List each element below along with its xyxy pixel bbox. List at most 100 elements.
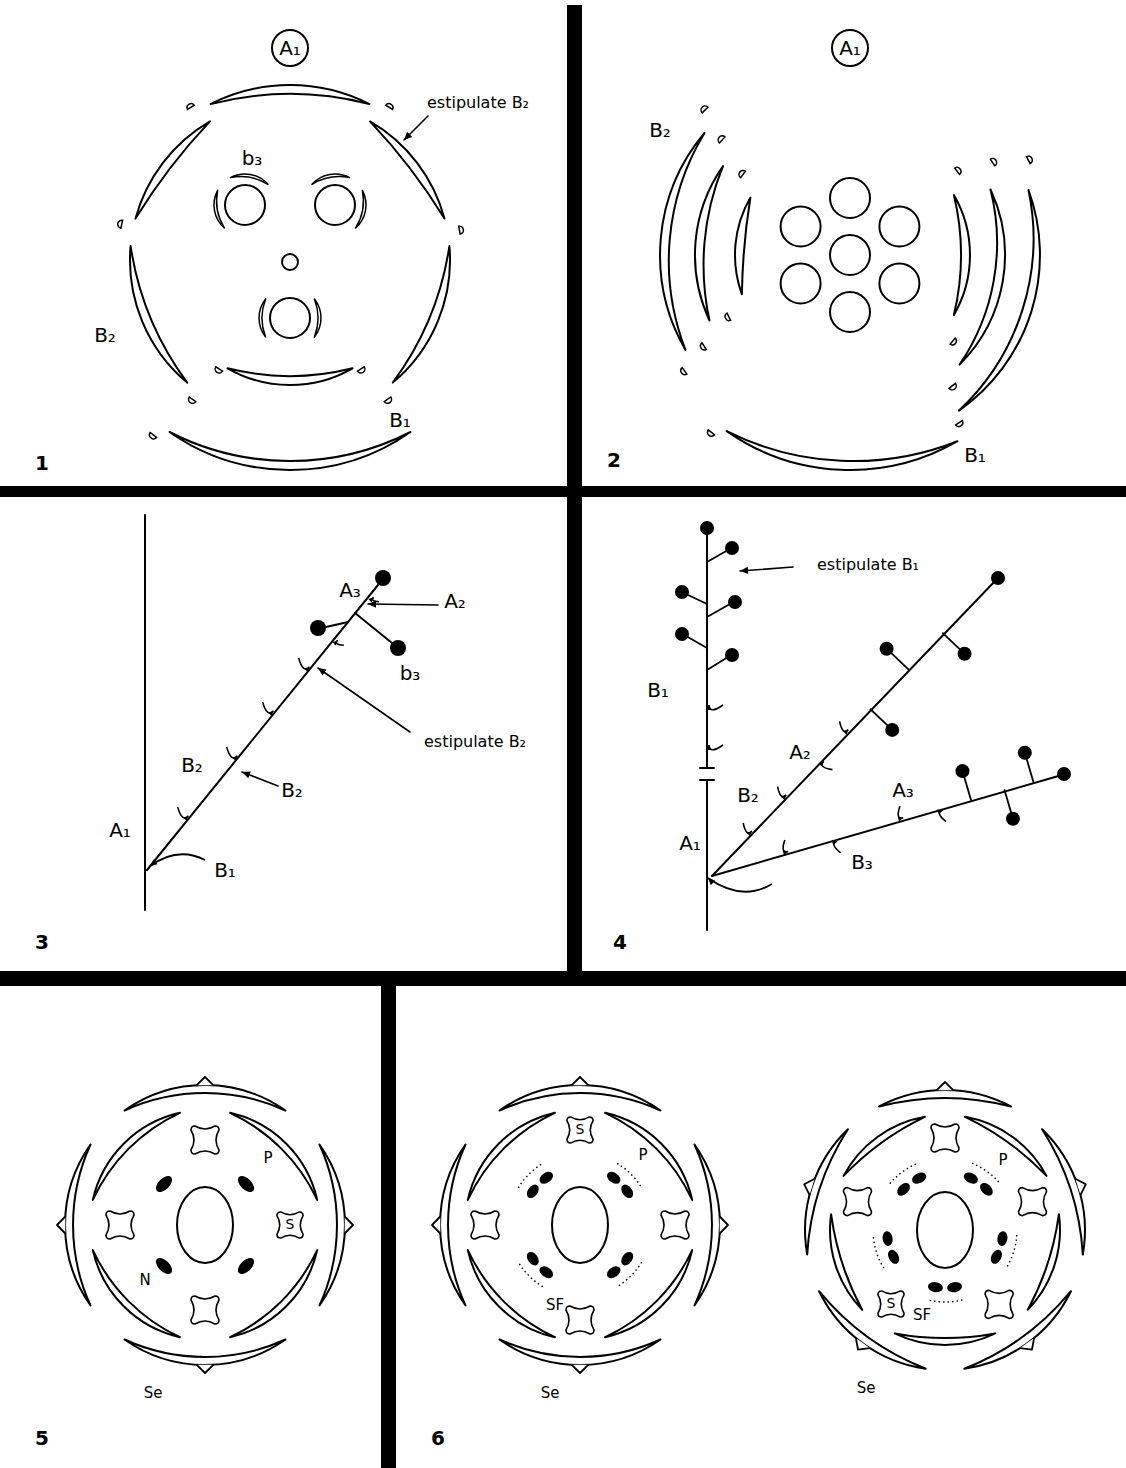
flower-dot xyxy=(375,570,391,586)
bract-curve xyxy=(150,854,205,866)
arrow-head xyxy=(781,795,786,800)
bract-hook xyxy=(822,761,832,769)
flower-circle xyxy=(879,264,919,304)
part-label: P xyxy=(998,1152,1007,1169)
sepal-cusp xyxy=(432,1217,440,1234)
bract-outline xyxy=(735,198,750,295)
bract-hook xyxy=(898,806,903,818)
panel-number: 2 xyxy=(607,449,621,471)
stipule-mark xyxy=(949,383,956,390)
arrow-head xyxy=(269,711,274,716)
part-label: A₁ xyxy=(109,819,131,841)
arrow-head xyxy=(707,705,712,710)
bract-outline xyxy=(211,85,370,104)
part-label: B₃ xyxy=(851,851,873,873)
stamen-symbol xyxy=(191,1296,219,1324)
stipule-mark xyxy=(739,170,745,177)
panel-number: 1 xyxy=(35,452,49,474)
sepal-outline xyxy=(125,1340,286,1365)
flower-dot xyxy=(725,648,739,662)
nectary-outline xyxy=(972,1163,1000,1184)
part-label: B₂ xyxy=(281,779,303,801)
petal-outline xyxy=(844,1117,925,1176)
part-label: B₁ xyxy=(964,444,986,466)
bract-hook xyxy=(178,807,189,818)
stamen-symbol xyxy=(106,1211,134,1239)
axis-line xyxy=(686,594,707,604)
sepal-outline xyxy=(695,1145,720,1306)
flower-circle xyxy=(830,178,870,218)
petal-outline xyxy=(468,1113,555,1200)
flower-circle xyxy=(879,207,919,247)
sepal-outline xyxy=(879,1090,1011,1106)
sepal-cusp xyxy=(720,1217,728,1234)
sepal-outline xyxy=(65,1145,90,1306)
flower-dot xyxy=(725,541,739,555)
panel-divider xyxy=(0,486,1126,497)
bract-outline xyxy=(695,166,723,320)
nectary-outline xyxy=(928,1300,963,1302)
panel-number: 3 xyxy=(35,931,49,953)
stipule-mark xyxy=(725,313,730,320)
leader-line xyxy=(318,668,410,732)
stipule-mark xyxy=(215,367,222,373)
sepal-cusp xyxy=(197,1077,214,1085)
axis-line xyxy=(147,585,378,870)
bract-outline xyxy=(954,195,970,315)
sepal-cusp xyxy=(197,1365,214,1373)
nectary-gland xyxy=(235,1255,257,1277)
bract-hook xyxy=(783,840,788,852)
bracteole-outline xyxy=(312,174,350,184)
axis-circle xyxy=(282,254,298,270)
bract-hook xyxy=(743,823,752,833)
arrow-head xyxy=(843,730,848,735)
stipule-mark xyxy=(950,338,956,345)
arrow-head xyxy=(150,859,158,866)
nectary-gland xyxy=(927,1281,943,1293)
sepal-outline xyxy=(805,1129,848,1254)
bract-outline xyxy=(130,246,187,383)
petal-outline xyxy=(230,1250,317,1337)
flower-circle xyxy=(830,292,870,332)
stamen-symbol xyxy=(931,1124,959,1152)
part-label: SF xyxy=(546,1297,564,1314)
sepal-outline xyxy=(819,1291,926,1369)
part-label: B₁ xyxy=(389,409,411,431)
part-label: A₂ xyxy=(789,741,811,763)
callout-label: estipulate B₂ xyxy=(427,94,529,112)
sepal-outline xyxy=(500,1340,661,1365)
sepal-cusp xyxy=(57,1217,65,1234)
sepal-cusp xyxy=(1020,1338,1034,1350)
stamen-outline xyxy=(277,1212,303,1238)
stamen-symbol xyxy=(844,1188,872,1216)
part-label: A₂ xyxy=(444,590,466,612)
nectary-gland xyxy=(235,1173,257,1195)
sepal-cusp xyxy=(937,1082,954,1090)
callout-label: estipulate B₁ xyxy=(817,556,919,574)
leader-line xyxy=(242,772,278,786)
axis-line xyxy=(712,580,996,876)
stamen-symbol xyxy=(661,1211,689,1239)
sepal-cusp xyxy=(856,1338,870,1350)
arrow-head xyxy=(404,132,412,140)
stamen-outline xyxy=(567,1117,593,1143)
stipule-mark xyxy=(384,397,391,403)
bract-outline xyxy=(370,121,445,218)
bracteole-outline xyxy=(259,299,266,337)
sepal-outline xyxy=(440,1145,465,1306)
bract-hook xyxy=(263,702,274,713)
axis-line xyxy=(707,550,728,562)
petal-outline xyxy=(93,1250,180,1337)
callout-label: estipulate B₂ xyxy=(424,733,526,751)
bract-outline xyxy=(959,190,1040,411)
stipule-mark xyxy=(990,158,996,165)
flower-dot xyxy=(728,595,742,609)
stamen-box: S xyxy=(877,1290,905,1318)
break-mark xyxy=(700,767,714,769)
petal-outline xyxy=(230,1113,317,1200)
flower-circle xyxy=(781,207,821,247)
part-label: A₃ xyxy=(339,579,361,601)
sepal-cusp xyxy=(572,1077,589,1085)
stipule-mark xyxy=(150,433,157,439)
